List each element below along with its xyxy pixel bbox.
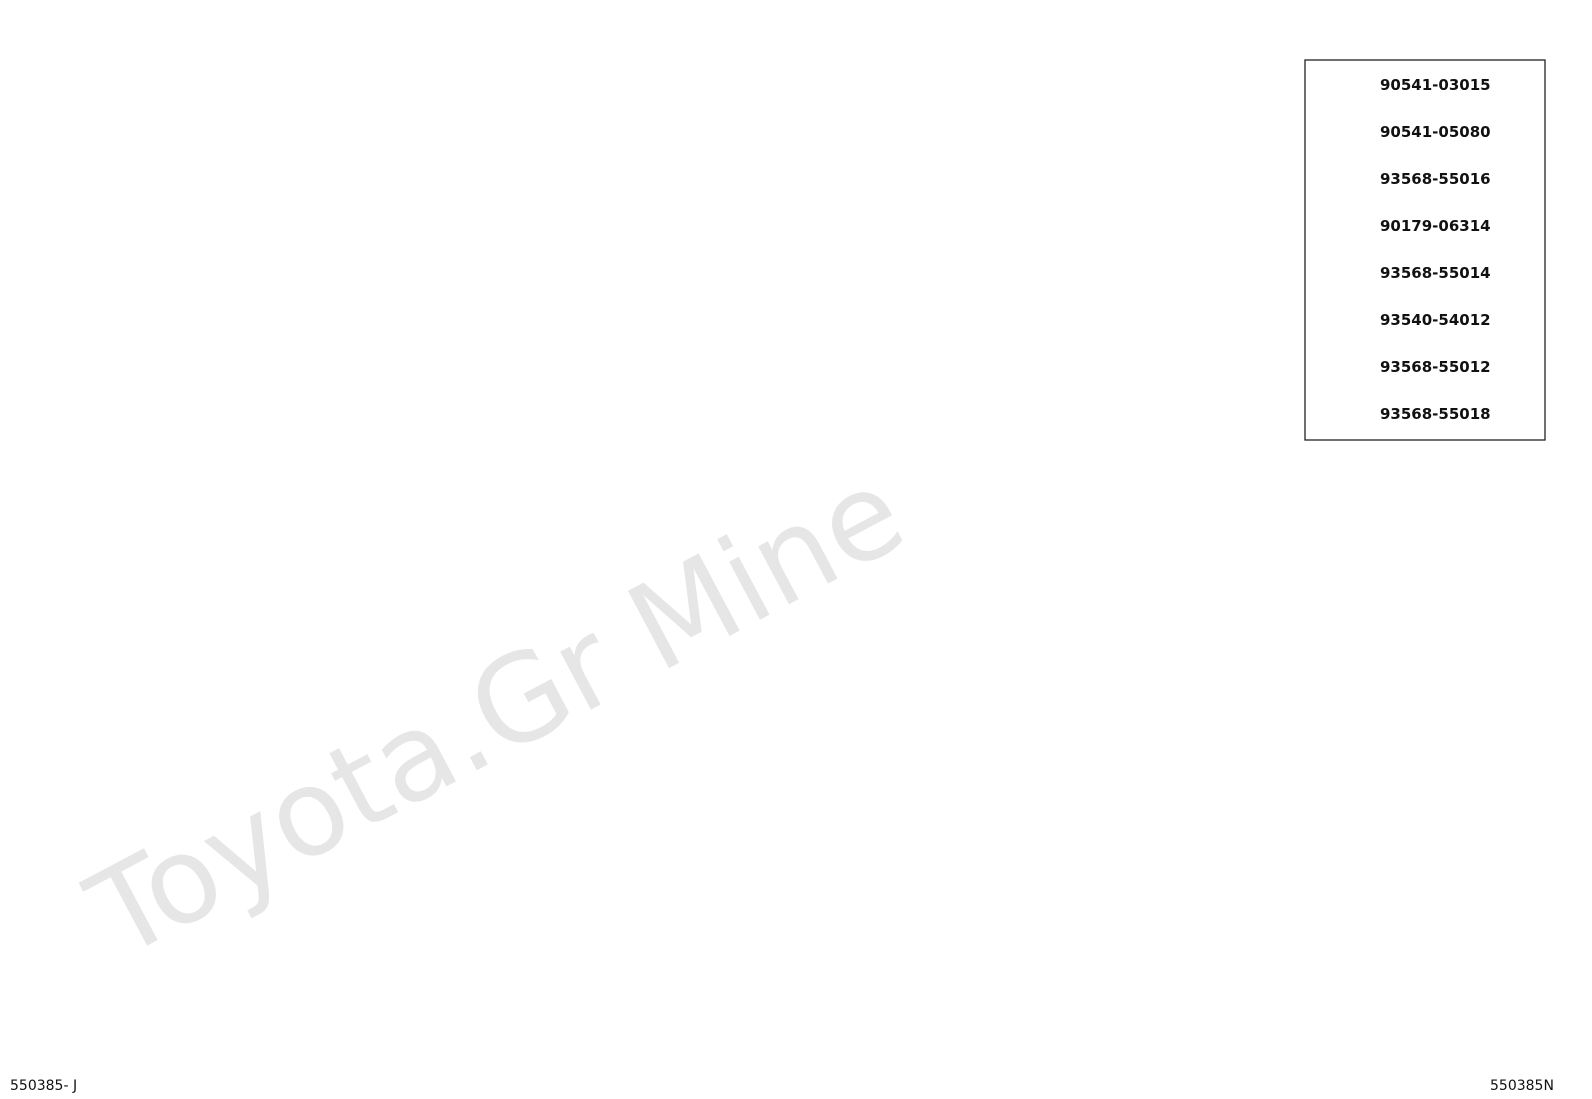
table-code: 90541-05080	[1380, 123, 1491, 141]
table-code: 93568-55012	[1380, 358, 1491, 376]
table-code: 93568-55018	[1380, 405, 1491, 423]
table-code: 93568-55016	[1380, 170, 1491, 188]
table-code: 93540-54012	[1380, 311, 1491, 329]
parts-table	[1304, 59, 1546, 441]
watermark: Toyota.Gr Mine	[67, 442, 925, 986]
table-code: 93568-55014	[1380, 264, 1491, 282]
code-left: 550385- J	[10, 1078, 77, 1094]
table-code: 90541-03015	[1380, 76, 1491, 94]
code-right: 550385N	[1490, 1078, 1554, 1094]
table-code: 90179-06314	[1380, 217, 1491, 235]
table-rows: 90541-03015 90541-05080 93568-55016 90179-0…	[1380, 76, 1491, 423]
